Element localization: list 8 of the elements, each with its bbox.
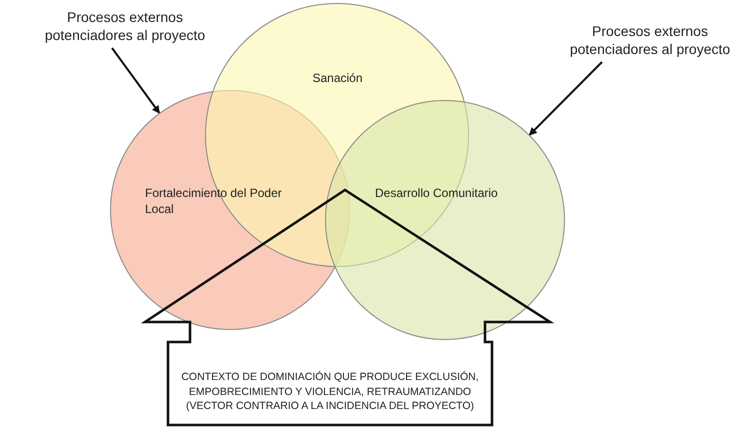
arrow [528,61,603,136]
arrow [111,47,160,114]
circle-label: Sanación [311,70,364,86]
context-text: CONTEXTO DE DOMINIACIÓN QUE PRODUCE EXCLUSIÓN, EMPOBRECIMIENTO Y VIOLENCIA, RETRAUMATIZANDO (VECTOR CONTRARIO A LA INCIDENCIA DEL PROYECTO) [180,370,480,414]
annotation-text: Procesos externos potenciadores al proyecto [44,8,206,44]
annotation-text: Procesos externos potenciadores al proyecto [568,22,732,58]
circle-label: Fortalecimiento del Poder Local [145,185,283,218]
circle-label: Desarrollo Comunitario [375,185,499,202]
